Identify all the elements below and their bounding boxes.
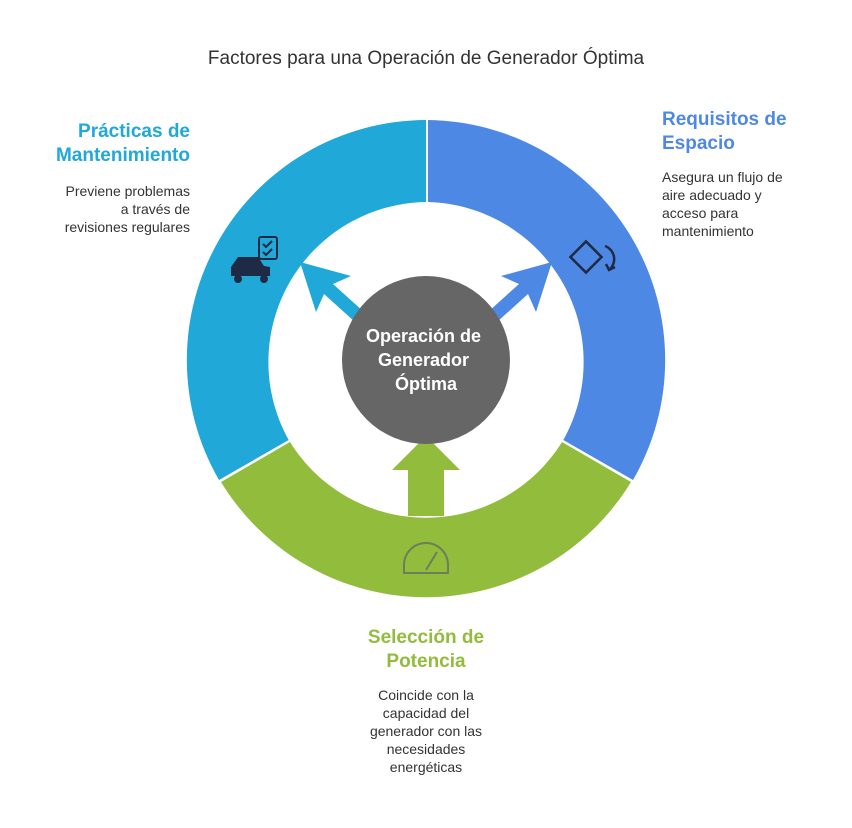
segment-space <box>428 120 666 480</box>
description-line: necesidades <box>386 741 466 757</box>
description-line: capacidad del <box>382 705 470 721</box>
description-line: energéticas <box>389 759 463 775</box>
arrow-power <box>392 436 460 516</box>
center-label: Operación de Generador Óptima <box>366 326 486 394</box>
center-label-line: Operación de <box>366 326 481 346</box>
description-power: Coincide con la capacidad del generador … <box>326 686 526 776</box>
description-line: Coincide con la <box>378 687 474 703</box>
heading-line: Requisitos de <box>662 109 787 130</box>
arrow-space <box>488 262 552 322</box>
heading-line: Selección de <box>367 627 485 648</box>
center-label-line: Óptima <box>395 373 458 394</box>
heading-line: Potencia <box>386 651 466 672</box>
description-line: revisiones regulares <box>64 219 190 235</box>
heading-space: Requisitos de Espacio <box>662 108 842 156</box>
center-circle <box>342 276 510 444</box>
description-line: Asegura un flujo de <box>662 169 783 185</box>
arrow-maintenance <box>300 262 364 322</box>
segment-power <box>221 442 631 598</box>
heading-power: Selección de Potencia <box>326 626 526 674</box>
center-label-line: Generador <box>378 350 469 370</box>
diagram-title: Factores para una Operación de Generador… <box>207 48 645 69</box>
description-line: Previene problemas <box>65 183 190 199</box>
description-line: acceso para <box>662 205 739 221</box>
rotate-diamond-icon <box>568 239 616 275</box>
description-line: generador con las <box>369 723 483 739</box>
description-line: a través de <box>120 201 190 217</box>
gauge-icon <box>403 542 449 574</box>
heading-line: Espacio <box>662 133 735 154</box>
segment-maintenance <box>186 120 426 480</box>
heading-line: Prácticas de <box>78 121 190 142</box>
description-maintenance: Previene problemas a través de revisione… <box>20 182 190 236</box>
description-space: Asegura un flujo de aire adecuado y acce… <box>662 168 842 240</box>
description-line: aire adecuado y <box>662 187 762 203</box>
car-checklist-icon <box>231 236 278 283</box>
description-line: mantenimiento <box>662 223 754 239</box>
heading-maintenance: Prácticas de Mantenimiento <box>20 120 190 168</box>
heading-line: Mantenimiento <box>55 145 190 166</box>
